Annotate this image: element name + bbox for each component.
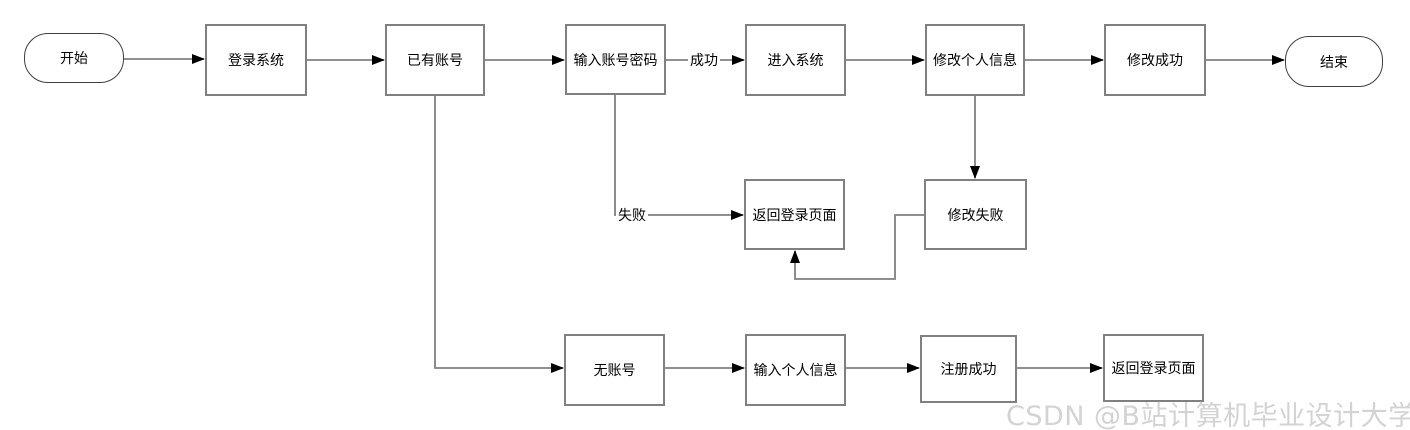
- edge-label-failure: 失败: [616, 205, 648, 225]
- node-start: 开始: [24, 33, 124, 83]
- csdn-watermark: CSDN @B站计算机毕业设计大学: [1006, 401, 1410, 430]
- edge-edit-fail-to-back-login: [790, 214, 924, 280]
- node-edit-fail: 修改失败: [924, 179, 1027, 250]
- node-back-to-login: 返回登录页面: [744, 179, 845, 250]
- node-edit-profile: 修改个人信息: [925, 24, 1025, 96]
- node-enter-personal-info: 输入个人信息: [745, 334, 846, 406]
- node-enter-credentials: 输入账号密码: [565, 24, 666, 95]
- node-register-success: 注册成功: [920, 335, 1017, 403]
- node-enter-system: 进入系统: [745, 24, 846, 96]
- edge-has-account-to-no-account: [434, 96, 564, 373]
- edge-label-success: 成功: [688, 50, 720, 70]
- node-login-system: 登录系统: [205, 24, 307, 96]
- node-no-account: 无账号: [564, 334, 665, 406]
- node-has-account: 已有账号: [385, 24, 485, 96]
- node-edit-success: 修改成功: [1104, 24, 1206, 96]
- node-end: 结束: [1285, 36, 1383, 87]
- edge-credentials-failure-to-back-login: [614, 95, 744, 220]
- node-back-to-login-register: 返回登录页面: [1103, 334, 1204, 402]
